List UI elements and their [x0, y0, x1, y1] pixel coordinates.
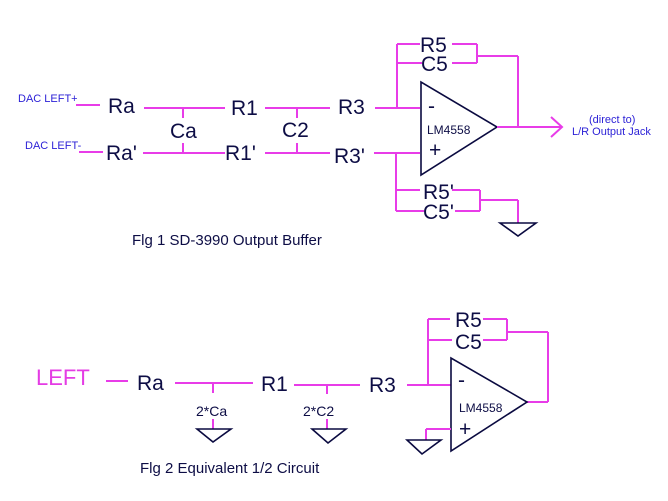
output-note-line1: (direct to): [589, 114, 635, 126]
opamp-label: LM4558: [427, 123, 471, 137]
output-note-line2: L/R Output Jack: [572, 126, 651, 138]
figure-1: DAC LEFT+ DAC LEFT- Ra Ra' Ca R1 R1' C2 …: [18, 34, 651, 249]
resistor-ra: Ra: [108, 95, 135, 118]
figure-2-caption: Flg 2 Equivalent 1/2 Circuit: [140, 460, 320, 477]
figure-1-caption: Flg 1 SD-3990 Output Buffer: [132, 232, 322, 249]
input-label-left: LEFT: [36, 365, 90, 390]
capacitor-c5: C5: [421, 53, 448, 76]
input-label-plus: DAC LEFT+: [18, 93, 78, 105]
resistor-r3: R3: [369, 374, 396, 397]
resistor-r3-prime: R3': [334, 145, 365, 168]
resistor-r5: R5: [455, 309, 482, 332]
figure-2: LEFT Ra 2*Ca R1 2*C2 R3 R5 C5 - LM4558 +: [36, 309, 549, 477]
ground-icon: [309, 428, 349, 445]
ground-icon: [497, 222, 539, 237]
capacitor-c2: C2: [282, 119, 309, 142]
resistor-ra-prime: Ra': [106, 142, 137, 165]
opamp-symbol: [420, 80, 499, 177]
resistor-r1-prime: R1': [225, 142, 256, 165]
opamp-plus-sign: +: [429, 139, 441, 162]
resistor-r1: R1: [231, 97, 258, 120]
opamp-plus-sign: +: [459, 418, 471, 441]
resistor-r5-prime: R5': [423, 181, 454, 204]
ground-icon: [404, 439, 444, 456]
opamp-minus-sign: -: [458, 369, 465, 392]
capacitor-ca: Ca: [170, 120, 197, 143]
resistor-r5: R5: [420, 34, 447, 57]
output-arrow-icon: [550, 116, 564, 138]
opamp-label: LM4558: [459, 401, 503, 415]
opamp-symbol: [450, 356, 529, 453]
opamp-minus-sign: -: [428, 95, 435, 118]
input-label-minus: DAC LEFT-: [25, 140, 82, 152]
resistor-ra: Ra: [137, 372, 164, 395]
capacitor-2c2: 2*C2: [303, 403, 334, 419]
capacitor-2ca: 2*Ca: [196, 403, 227, 419]
ground-icon: [194, 428, 234, 444]
capacitor-c5: C5: [455, 331, 482, 354]
capacitor-c5-prime: C5': [423, 201, 454, 224]
resistor-r3: R3: [338, 96, 365, 119]
resistor-r1: R1: [261, 373, 288, 396]
